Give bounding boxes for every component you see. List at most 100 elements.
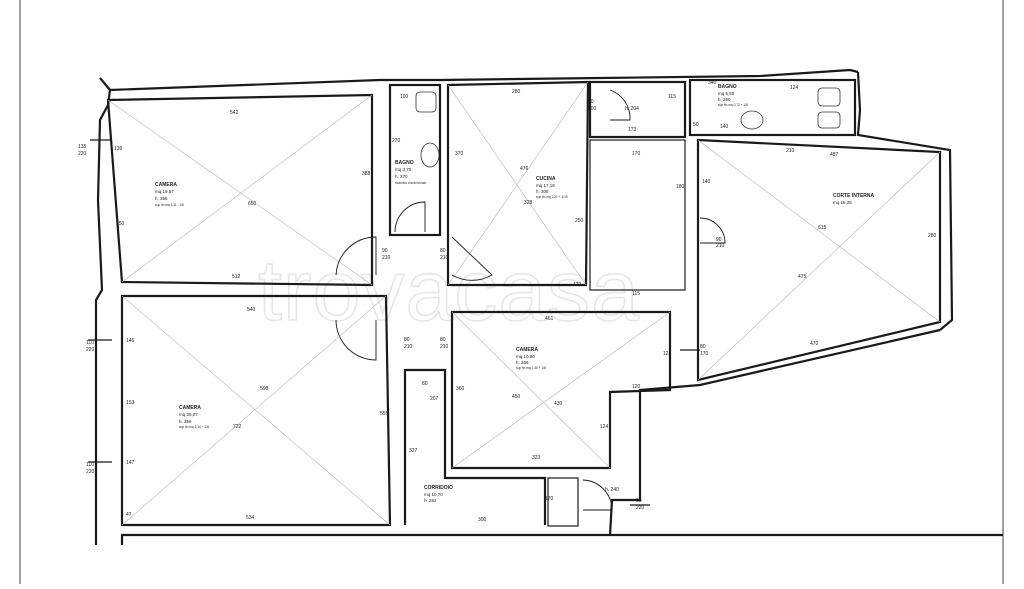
dimension-label: 80 xyxy=(700,344,706,350)
dimension-label: 180 xyxy=(676,184,685,190)
room-area: mq 10,80 xyxy=(516,354,535,359)
door-swing-icon xyxy=(609,89,631,121)
dimension-label: 422 xyxy=(573,282,582,288)
room-height: h. 308 xyxy=(536,189,549,194)
door-swing-icon xyxy=(394,201,426,233)
room-name: CAMERA xyxy=(179,405,201,411)
dimension-label: 80 xyxy=(440,337,446,343)
room-name: CAMERA xyxy=(516,347,538,353)
door-swing-icon xyxy=(582,479,613,511)
dimension-label: 476 xyxy=(520,166,529,172)
dimension-label: 147 xyxy=(126,460,135,466)
dimension-label: 388 xyxy=(362,171,371,177)
dimension-label: h. 204 xyxy=(625,106,639,112)
dimension-label: 80 xyxy=(588,99,594,105)
room-cucina xyxy=(446,80,631,287)
sink-icon xyxy=(420,142,440,168)
room-camera-1 xyxy=(106,93,374,287)
dimension-label: 207 xyxy=(430,396,439,402)
door-swing-icon xyxy=(699,217,726,244)
room-area: mq 19,67 xyxy=(155,189,174,194)
dimension-label: 327 xyxy=(409,448,418,454)
dimension-label: 170 xyxy=(632,151,641,157)
dimension-label: 100 xyxy=(400,94,409,100)
dimension-label: 470 xyxy=(810,341,819,347)
dimension-label: 220 xyxy=(86,347,95,353)
dimension-label: 722 xyxy=(233,424,242,430)
room-note: sup fin mq 2,21 + 1/10 xyxy=(536,195,568,199)
room-area: mq 10,70 xyxy=(424,492,443,497)
dimension-label: 124 xyxy=(600,424,609,430)
dimension-label: 136 xyxy=(114,146,123,152)
dimension-label: 280 xyxy=(512,89,521,95)
dimension-label: 475 xyxy=(798,274,807,280)
dimension-label: h. 240 xyxy=(605,487,619,493)
dimension-label: 200 xyxy=(588,106,597,112)
dimension-label: 110 xyxy=(86,340,94,346)
dimension-label: 534 xyxy=(246,515,255,521)
dimension-label: 512 xyxy=(232,274,241,280)
dimension-label: 153 xyxy=(126,400,135,406)
dimension-label: 220 xyxy=(636,505,645,511)
dimension-label: 120 xyxy=(632,384,641,390)
dimension-label: 210 xyxy=(440,255,449,261)
dimension-label: 280 xyxy=(928,233,937,239)
dimension-label: 220 xyxy=(86,469,95,475)
room-camera-2 xyxy=(120,294,392,527)
dimension-label: 90 xyxy=(382,248,388,254)
dimension-label: 210 xyxy=(786,148,795,154)
room-labels: CAMERA mq 19,67 h. 356 sup fin mq 6,11 -… xyxy=(155,84,875,503)
dimension-label: 555 xyxy=(380,411,389,417)
room-area: mq 17,18 xyxy=(536,183,555,188)
dimension-label: 140 xyxy=(702,179,711,185)
dimension-label: 487 xyxy=(830,152,839,158)
central-doors xyxy=(335,236,493,361)
door-swing-icon xyxy=(335,319,377,361)
room-bagno-1 xyxy=(388,83,442,237)
room-name: CAMERA xyxy=(155,182,177,188)
dimension-label: 540 xyxy=(247,307,256,313)
toilet-icon xyxy=(817,87,841,107)
dimension-label: 124 xyxy=(790,85,799,91)
room-note: sup fin mq 3,14 + 1/8 xyxy=(179,425,209,429)
dimension-label: 80 xyxy=(404,337,410,343)
dimension-label: 50 xyxy=(693,122,699,128)
room-hall xyxy=(588,80,687,291)
dimension-label: 146 xyxy=(126,338,135,344)
dimension-label: 173 xyxy=(628,127,637,133)
dimension-label: 170 xyxy=(545,496,554,502)
room-height: h. 370 xyxy=(395,174,408,179)
dimension-label: 250 xyxy=(116,221,125,227)
dimension-labels: 542 512 388 250 136 650 135 220 100 270 … xyxy=(78,80,937,523)
dimension-label: 90 xyxy=(716,237,722,243)
dimension-label: 115 xyxy=(668,94,676,100)
room-corridoio xyxy=(403,368,613,527)
dimension-label: 170 xyxy=(700,351,709,357)
room-corte-interna xyxy=(696,138,942,382)
dimension-label: 210 xyxy=(440,344,449,350)
room-name: BAGNO xyxy=(718,84,737,90)
dimension-label: 323 xyxy=(532,455,541,461)
dimension-label: 270 xyxy=(392,138,401,144)
dimension-label: 135 xyxy=(78,144,87,150)
room-height: h. 356 xyxy=(179,419,192,424)
dimension-label: 598 xyxy=(260,386,269,392)
room-note: sup fin mq 1,40 + 1/8 xyxy=(516,366,546,370)
room-area: mq 15,25 xyxy=(833,200,852,205)
dimension-label: 110 xyxy=(86,462,94,468)
dimension-label: 115 xyxy=(632,291,640,297)
toilet-icon xyxy=(415,91,437,113)
dimension-label: 47 xyxy=(126,512,132,518)
room-area: mq 25,07 xyxy=(179,412,198,417)
dimension-label: 328 xyxy=(524,200,533,206)
room-area: mq 3,70 xyxy=(395,167,412,172)
room-note: sup fin mq 6,11 - 1/8 xyxy=(155,203,184,207)
room-note: sup fin mq 0,72 + 1/8 xyxy=(718,103,748,107)
dimension-label: 461 xyxy=(545,316,554,322)
room-height: h. 266 xyxy=(516,360,529,365)
dimension-label: 430 xyxy=(554,401,563,407)
room-height: h. 356 xyxy=(155,196,168,201)
dimension-label: 90 xyxy=(636,498,642,504)
dimension-label: 450 xyxy=(512,394,521,400)
